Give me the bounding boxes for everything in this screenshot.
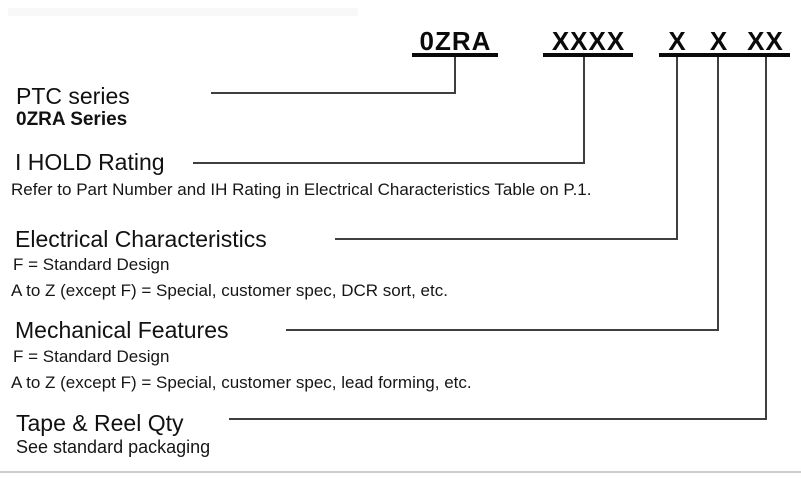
- part-number-tape-reel-code: XX: [747, 26, 784, 56]
- connector-tape-reel-horizontal: [229, 418, 767, 420]
- connector-tape-reel-vertical: [765, 57, 767, 420]
- connector-electrical-vertical: [676, 57, 678, 240]
- section-title-ptc-series: PTC series: [16, 83, 130, 109]
- connector-mechanical-vertical: [717, 57, 719, 331]
- connector-electrical-horizontal: [335, 238, 678, 240]
- section-title-tape-reel-qty: Tape & Reel Qty: [16, 410, 184, 436]
- section-note-electrical-standard: F = Standard Design: [13, 255, 170, 274]
- section-title-electrical-characteristics: Electrical Characteristics: [15, 226, 267, 252]
- connector-series-horizontal: [211, 92, 456, 94]
- section-title-mechanical-features: Mechanical Features: [15, 317, 229, 343]
- underline-rating: [543, 53, 633, 57]
- section-note-mechanical-standard: F = Standard Design: [13, 347, 170, 366]
- bottom-separator-line: [0, 471, 801, 473]
- part-number-rating-code: XXXX: [551, 26, 626, 56]
- connector-rating-horizontal: [193, 162, 585, 164]
- underline-series: [412, 53, 498, 57]
- section-note-mechanical-special: A to Z (except F) = Special, customer sp…: [11, 373, 472, 392]
- part-number-mechanical-code: X: [709, 26, 729, 56]
- section-note-ihold-refer: Refer to Part Number and IH Rating in El…: [11, 180, 592, 199]
- section-title-ihold-rating: I HOLD Rating: [15, 149, 165, 175]
- section-note-tape-reel-packaging: See standard packaging: [16, 437, 211, 457]
- connector-mechanical-horizontal: [286, 329, 719, 331]
- connector-series-vertical: [454, 57, 456, 94]
- part-number-electrical-code: X: [668, 26, 687, 56]
- part-number-series-code: 0ZRA: [419, 26, 492, 56]
- connector-rating-vertical: [583, 57, 585, 164]
- underline-suffix-codes: [659, 53, 790, 57]
- scan-artifact-band: [8, 8, 358, 16]
- section-note-electrical-special: A to Z (except F) = Special, customer sp…: [11, 281, 448, 300]
- section-note-0zra-series: 0ZRA Series: [16, 109, 128, 130]
